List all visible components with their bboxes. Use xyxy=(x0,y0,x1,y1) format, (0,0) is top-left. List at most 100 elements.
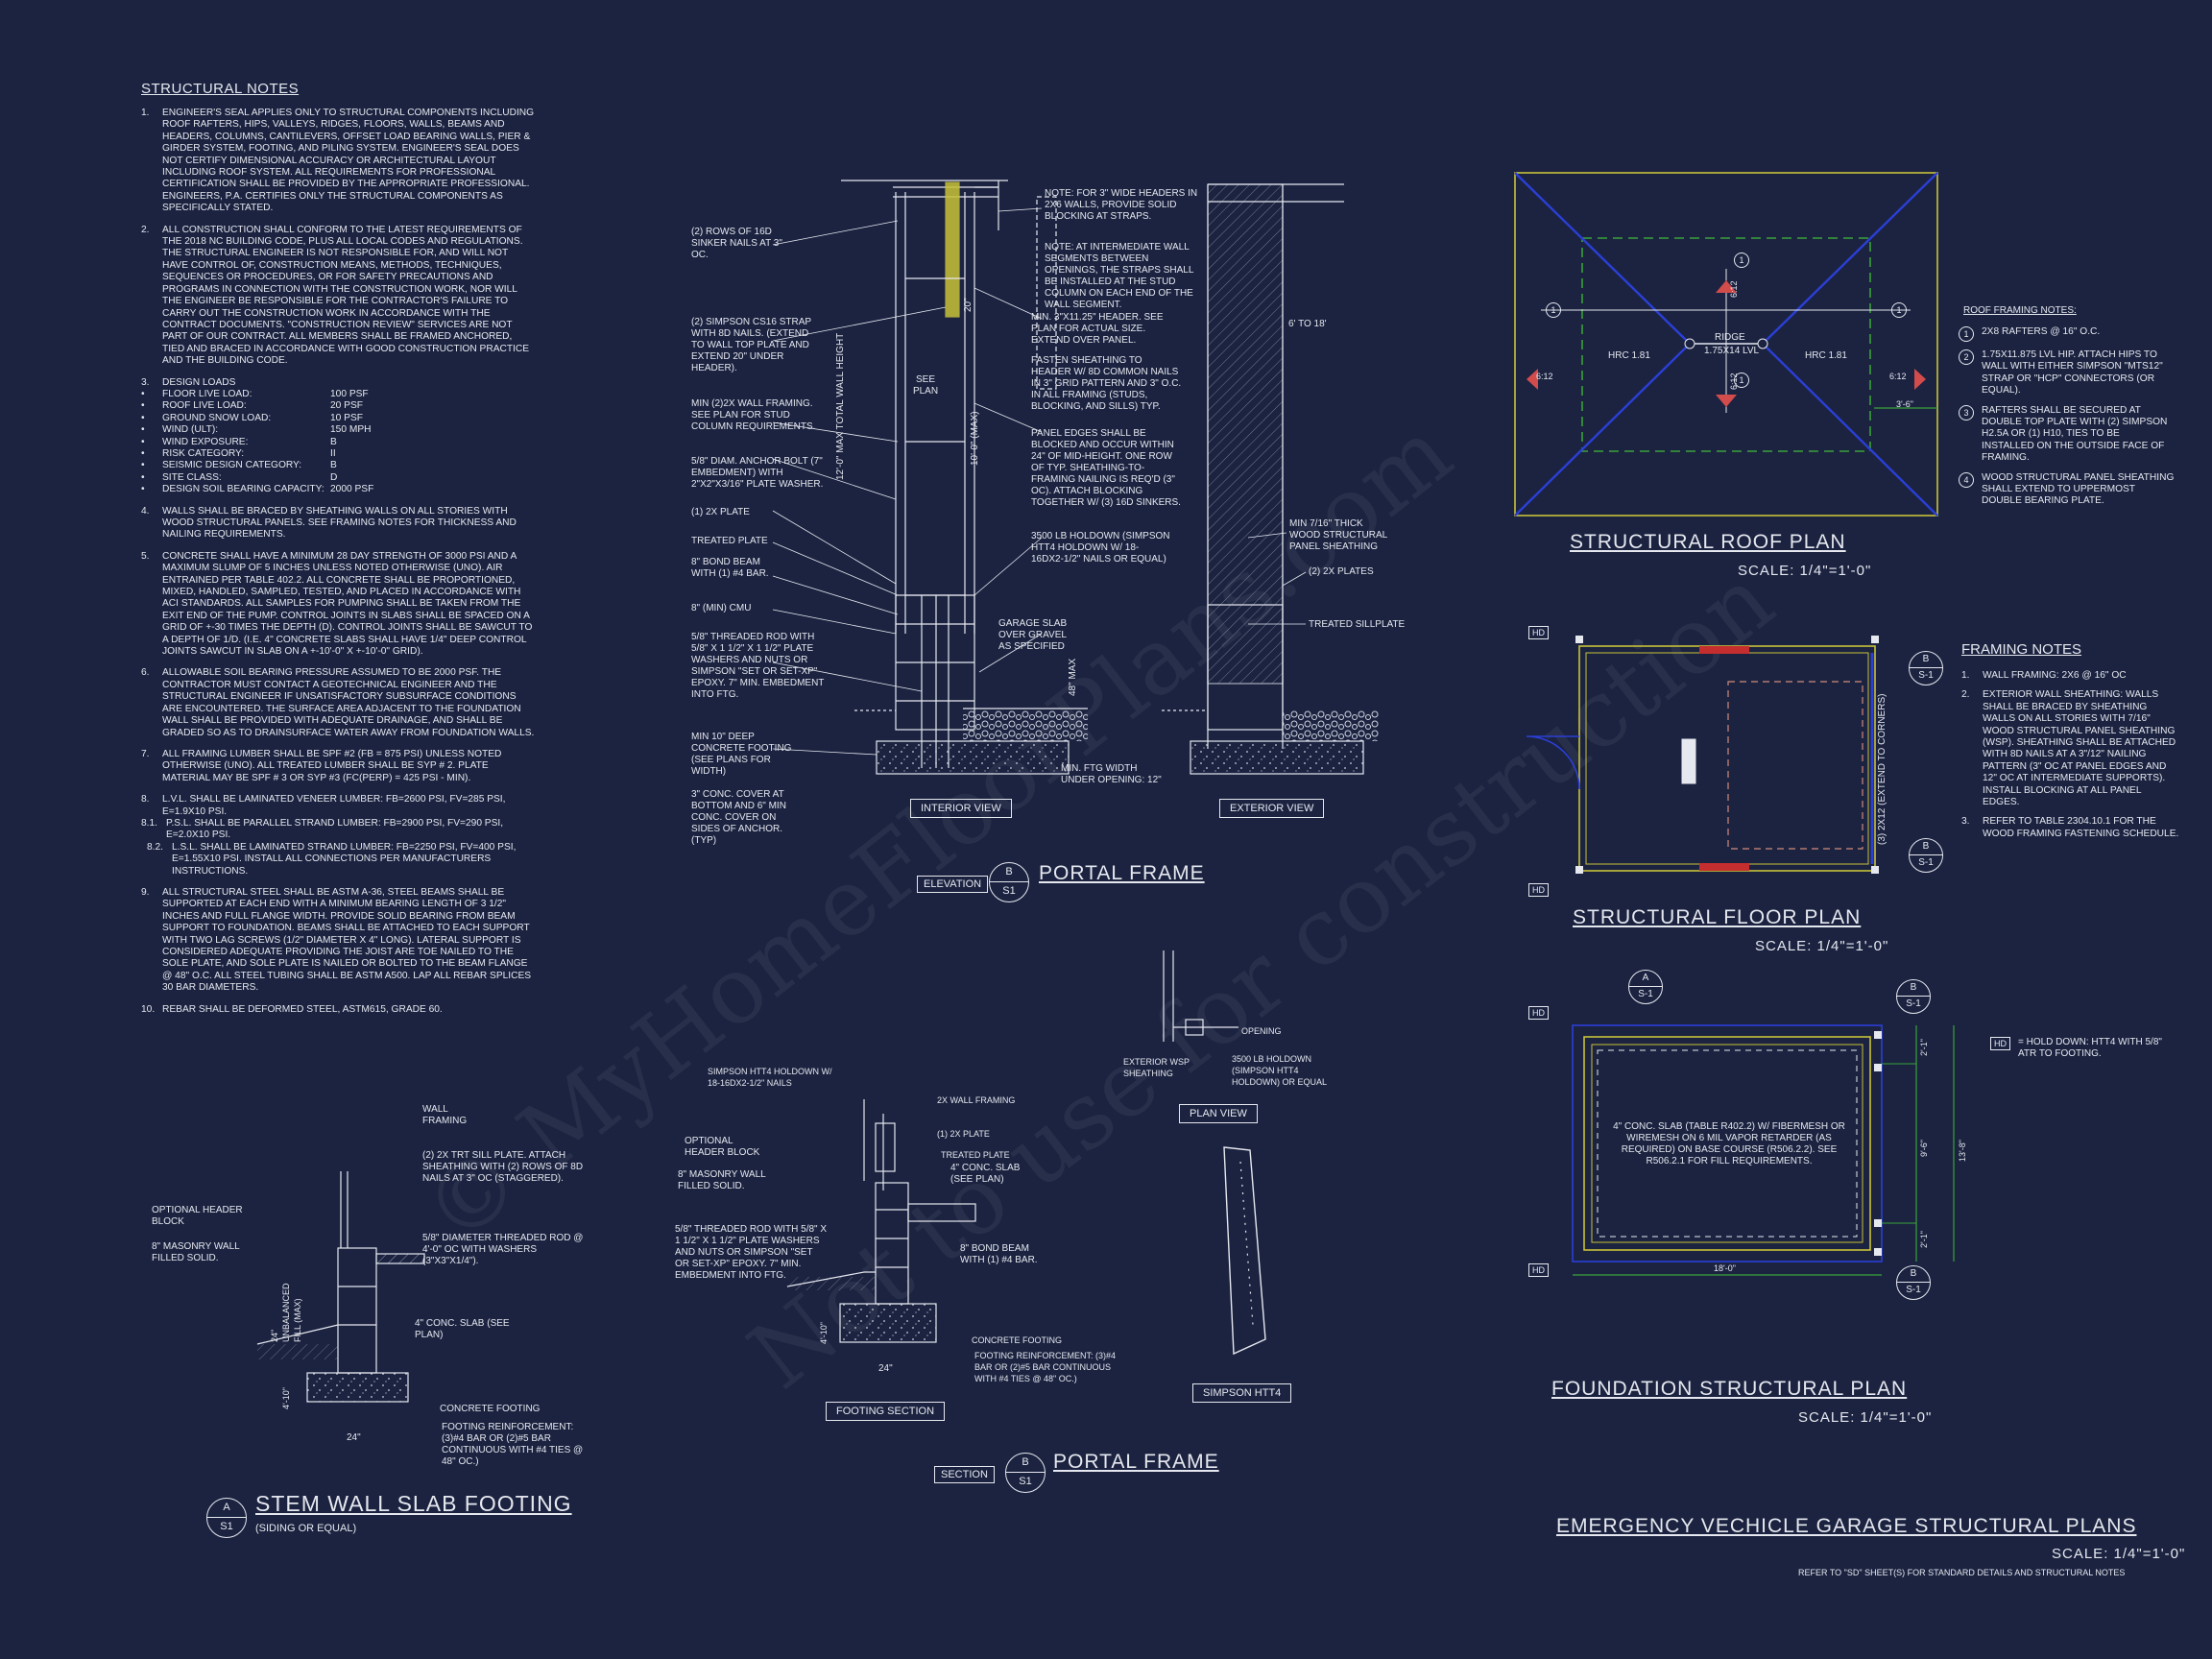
floor-plan-scale: SCALE: 1/4"=1'-0" xyxy=(1755,938,1889,954)
design-load-value: 150 MPH xyxy=(330,424,372,436)
note-10-text: REBAR SHALL BE DEFORMED STEEL, ASTM615, … xyxy=(162,1003,443,1015)
bubble-sheet: S1 xyxy=(1002,885,1016,897)
foundation-section-bubble-b-top: B S-1 xyxy=(1896,979,1931,1014)
footing-dim-depth: 4'-10" xyxy=(819,1322,829,1344)
design-load-name: SITE CLASS: xyxy=(162,472,330,484)
note-9-text: ALL STRUCTURAL STEEL SHALL BE ASTM A-36,… xyxy=(162,886,532,994)
portal-label-cs16-strap: (2) SIMPSON CS16 STRAP WITH 8d NAILS. (E… xyxy=(691,317,811,373)
framing-note-text: WALL FRAMING: 2x6 @ 16" OC xyxy=(1983,670,2127,681)
design-load-row: FLOOR LIVE LOAD:100 PSF xyxy=(162,389,535,400)
portal-dim-48in: 48" MAX xyxy=(1068,658,1078,696)
stem-wall-subtitle: (SIDING OR EQUAL) xyxy=(255,1523,357,1534)
structural-notes-title: STRUCTURAL NOTES xyxy=(141,81,300,97)
roof-note-number: 4 xyxy=(1959,471,1974,488)
footing-section-drawing xyxy=(786,1099,976,1343)
sheet-scale: SCALE: 1/4"=1'-0" xyxy=(2052,1546,2186,1562)
floor-section-bubble-bottom: B S-1 xyxy=(1909,838,1943,873)
roof-hrc-left: HRC 1.81 xyxy=(1608,350,1650,361)
note-7: 7.ALL FRAMING LUMBER SHALL BE SPF #2 (Fb… xyxy=(141,749,535,784)
footing-label-wall-framing: 2X WALL FRAMING xyxy=(937,1095,1016,1105)
footing-dim-24: 24" xyxy=(878,1363,893,1374)
foundation-plan-drawing xyxy=(1572,1024,1955,1276)
foundation-plan-title: FOUNDATION STRUCTURAL PLAN xyxy=(1551,1378,1908,1400)
portal-dim-10ft: 10'-0" (MAX) xyxy=(970,411,980,466)
note-2-text: ALL CONSTRUCTION SHALL CONFORM TO THE LA… xyxy=(162,224,530,367)
plan-view-holdown: 3500 LB HOLDOWN (SIMPSON HTT4 HOLDOWN) O… xyxy=(1232,1054,1328,1087)
bubble-sheet: S-1 xyxy=(1906,1285,1921,1295)
footing-label-concrete: CONCRETE FOOTING xyxy=(972,1335,1062,1345)
portal-label-wall-framing: MIN (2)2X WALL FRAMING. SEE PLAN FOR STU… xyxy=(691,398,816,432)
portal-label-bond-beam: 8" BOND BEAM WITH (1) #4 BAR. xyxy=(691,557,769,579)
floor-hd-top: HD xyxy=(1528,626,1549,639)
bubble-sheet: S-1 xyxy=(1918,857,1934,868)
footing-label-masonry-wall: 8" MASONRY WALL FILLED SOLID. xyxy=(678,1169,766,1191)
stem-dim-unbalanced-fill: 24" UNBALANCED FILL (MAX) xyxy=(270,1283,302,1342)
stem-dim-24: 24" xyxy=(347,1432,361,1443)
footing-label-bond-beam: 8" BOND BEAM WITH (1) #4 BAR. xyxy=(960,1243,1038,1265)
design-load-row: WIND EXPOSURE:B xyxy=(162,437,535,448)
bubble-letter: B xyxy=(990,863,1028,882)
design-load-name: ROOF LIVE LOAD: xyxy=(162,400,330,412)
roof-pitch-left: 6:12 xyxy=(1536,372,1553,381)
roof-overhang-dim: 3'-6" xyxy=(1896,399,1913,409)
portal-note-headers: NOTE: FOR 3" WIDE HEADERS IN 2x6 WALLS, … xyxy=(1045,188,1198,222)
design-loads-heading: DESIGN LOADS xyxy=(162,376,236,388)
bubble-sheet: S-1 xyxy=(1918,670,1934,681)
note-1-text: ENGINEER'S SEAL APPLIES ONLY TO STRUCTUR… xyxy=(162,108,535,214)
design-load-row: SITE CLASS:D xyxy=(162,472,535,484)
roof-lvl-label: 1.75x14 LVL xyxy=(1704,346,1760,356)
bubble-sheet: S1 xyxy=(1019,1476,1032,1487)
portal-note-panel-edges: PANEL EDGES SHALL BE BLOCKED AND OCCUR W… xyxy=(1031,428,1181,508)
design-load-row: WIND (ULT):150 MPH xyxy=(162,424,535,436)
floor-hd-bottom: HD xyxy=(1528,883,1549,897)
portal-label-cmu: 8" (MIN) CMU xyxy=(691,603,752,613)
footing-label-header-block: OPTIONAL HEADER BLOCK xyxy=(685,1136,760,1158)
note-10: 10.REBAR SHALL BE DEFORMED STEEL, ASTM61… xyxy=(141,1004,535,1016)
portal-dim-total-height: 12'-0" MAX TOTAL WALL HEIGHT xyxy=(835,332,846,480)
stem-wall-drawing xyxy=(256,1171,425,1403)
design-load-name: SEISMIC DESIGN CATEGORY: xyxy=(162,460,330,471)
roof-tag-top: 1 xyxy=(1734,252,1749,268)
hd-legend-text: = HOLD DOWN: HTT4 WITH 5/8" ATR TO FOOTI… xyxy=(2018,1037,2162,1059)
section-tag: SECTION xyxy=(934,1466,995,1483)
sheet-title: EMERGENCY VECHICLE GARAGE STRUCTURAL PLA… xyxy=(1556,1515,2137,1537)
exterior-note-sheathing: MIN 7/16" THICK WOOD STRUCTURAL PANEL SH… xyxy=(1289,518,1387,552)
framing-notes-title: FRAMING NOTES xyxy=(1961,641,2082,658)
design-load-name: GROUND SNOW LOAD: xyxy=(162,413,330,424)
portal-interior-view xyxy=(841,180,1088,775)
portal-label-threaded-rod: 5/8" THREADED ROD WITH 5/8" x 1 1/2" x 1… xyxy=(691,632,825,700)
roof-plan-scale: SCALE: 1/4"=1'-0" xyxy=(1738,563,1872,579)
framing-notes: 1.WALL FRAMING: 2x6 @ 16" OC 2.EXTERIOR W… xyxy=(1961,670,2180,848)
bubble-letter: B xyxy=(1910,839,1942,855)
design-load-name: WIND EXPOSURE: xyxy=(162,437,330,448)
stem-label-threaded-rod: 5/8" DIAMETER THREADED ROD @ 4'-0" OC WI… xyxy=(422,1233,584,1266)
note-3: 3.DESIGN LOADS FLOOR LIVE LOAD:100 PSFRO… xyxy=(141,377,535,496)
framing-note: 2.EXTERIOR WALL SHEATHING: WALLS SHALL B… xyxy=(1961,689,2180,808)
design-load-row: ROOF LIVE LOAD:20 PSF xyxy=(162,400,535,412)
note-4-text: WALLS SHALL BE BRACED BY SHEATHING WALLS… xyxy=(162,505,517,541)
portal-label-treated-plate: TREATED PLATE xyxy=(691,536,768,546)
design-load-value: 100 PSF xyxy=(330,388,369,399)
framing-note: 3.REFER TO TABLE 2304.10.1 FOR THE WOOD … xyxy=(1961,816,2180,840)
portal-label-2x-plate: (1) 2x PLATE xyxy=(691,507,750,517)
foundation-dim-r3: 2'-1" xyxy=(1919,1231,1929,1248)
footing-label-treated-plate: TREATED PLATE xyxy=(941,1150,1010,1160)
bubble-letter: B xyxy=(1897,980,1930,997)
stem-dim-depth: 4'-10" xyxy=(281,1387,291,1409)
design-load-row: RISK CATEGORY:II xyxy=(162,448,535,460)
note-8-text: L.V.L. SHALL BE LAMINATED VENEER LUMBER:… xyxy=(162,794,506,817)
plan-view-tag: PLAN VIEW xyxy=(1179,1104,1258,1123)
portal-label-concrete-cover: 3" CONC. COVER AT BOTTOM AND 6" MIN CONC… xyxy=(691,789,786,846)
elevation-tag: ELEVATION xyxy=(917,876,989,893)
framing-note: 1.WALL FRAMING: 2x6 @ 16" OC xyxy=(1961,670,2180,682)
portal-dim-20in: 20" xyxy=(963,298,974,312)
roof-note-text: RAFTERS SHALL BE SECURED AT DOUBLE TOP P… xyxy=(1982,404,2168,464)
design-load-row: GROUND SNOW LOAD:10 PSF xyxy=(162,413,535,424)
footing-label-2x-plate: (1) 2x PLATE xyxy=(937,1129,990,1139)
framing-note-number: 2. xyxy=(1961,689,1970,701)
footing-label-threaded-rod: 5/8" THREADED ROD WITH 5/8" x 1 1/2" x 1… xyxy=(675,1224,828,1281)
note-8-2-text: L.S.L. SHALL BE LAMINATED STRAND LUMBER:… xyxy=(172,841,517,877)
footing-section-tag: FOOTING SECTION xyxy=(826,1402,946,1421)
portal-frame-section-title: PORTAL FRAME xyxy=(1053,1451,1219,1473)
note-9: 9.ALL STRUCTURAL STEEL SHALL BE ASTM A-3… xyxy=(141,887,535,995)
